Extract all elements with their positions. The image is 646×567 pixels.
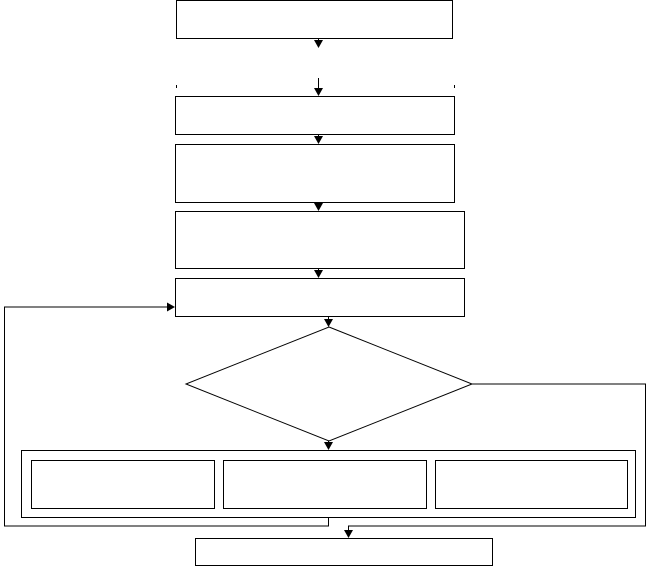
process-box-2 xyxy=(175,96,455,135)
decision-diamond xyxy=(184,326,474,442)
loop-back-connector xyxy=(4,306,329,527)
arrow-head-7 xyxy=(324,442,333,450)
arrow-head-3 xyxy=(314,136,323,144)
arrow-head-5 xyxy=(314,270,323,278)
process-box-4 xyxy=(175,211,465,269)
branch-box-3 xyxy=(435,460,628,509)
arrow-head-4 xyxy=(314,203,323,211)
arrow-head-1 xyxy=(314,40,323,48)
process-box-3 xyxy=(175,144,455,203)
process-box-1 xyxy=(176,0,453,39)
branch-box-1 xyxy=(31,460,215,509)
process-box-5 xyxy=(175,278,465,317)
arrow-head-2 xyxy=(314,88,323,96)
branch-box-2 xyxy=(223,460,427,509)
arrow-head-6 xyxy=(324,319,333,327)
loop-back-arrow-head xyxy=(167,302,175,312)
final-box xyxy=(195,538,493,566)
final-arrow-head xyxy=(344,530,353,538)
